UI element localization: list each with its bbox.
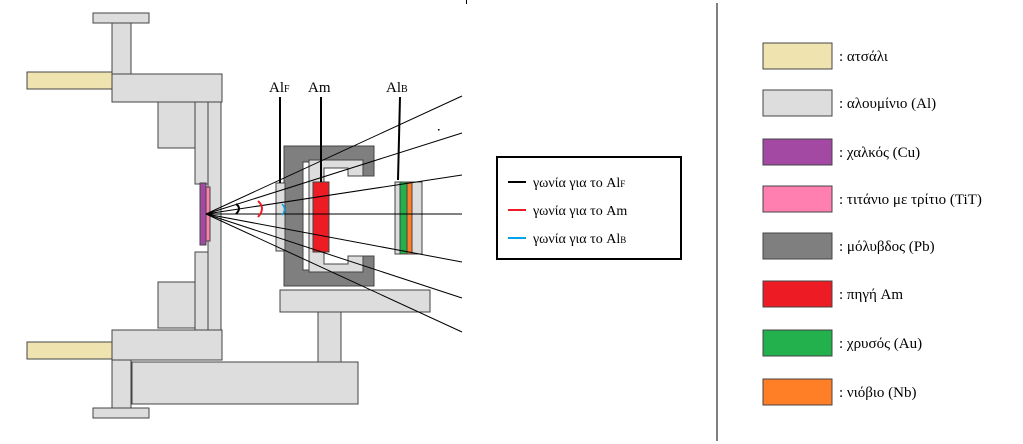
angle-arcs <box>235 200 286 218</box>
bottom-base <box>131 361 359 405</box>
holder-assembly <box>26 12 359 419</box>
bottom-cap-plate <box>92 407 150 419</box>
steel-rod-bottom <box>26 341 114 360</box>
al-front-foil <box>275 182 286 252</box>
label-am: Am <box>308 80 331 96</box>
angle-legend-frame <box>496 156 682 260</box>
material-label-niobium: : νιόβιο (Nb) <box>839 385 916 401</box>
material-swatch-copper <box>762 138 833 166</box>
top-cap-plate <box>92 12 150 24</box>
top-cap-post <box>111 22 132 75</box>
angle-rays <box>205 95 463 333</box>
arc-al-front <box>235 203 240 215</box>
material-label-tit: : τιτάνιο με τρίτιο (TiT) <box>839 192 982 208</box>
ray-bottom-2 <box>205 213 463 299</box>
ray-top-3 <box>205 174 463 215</box>
angle-legend-label-2: γωνία για το AlB <box>532 232 626 247</box>
angle-legend-label-1: γωνία για το Am <box>532 204 627 219</box>
material-label-lead: : μόλυβδος (Pb) <box>839 239 935 255</box>
material-label-copper: : χαλκός (Cu) <box>839 145 920 161</box>
ray-top-2 <box>205 132 463 215</box>
angle-legend: γωνία για το AlF γωνία για το Am γωνία γ… <box>496 156 682 260</box>
label-pointers <box>279 96 401 183</box>
gold-foil <box>399 181 408 255</box>
upper-block <box>157 101 196 149</box>
ray-top-1 <box>205 95 463 215</box>
mark-dot <box>438 129 440 131</box>
material-swatch-niobium <box>762 378 833 406</box>
material-label-am: : πηγή Am <box>839 287 903 303</box>
material-swatch-lead <box>762 232 833 260</box>
support-platform <box>279 289 431 313</box>
lower-block <box>157 281 196 329</box>
material-swatch-steel <box>762 42 833 70</box>
material-swatch-aluminium <box>762 89 833 117</box>
support-post <box>317 311 342 363</box>
material-label-gold: : χρυσός (Au) <box>839 336 922 352</box>
al-back-foil <box>394 181 401 255</box>
copper-backing <box>199 182 207 246</box>
detector-assembly <box>275 145 431 363</box>
label-al-back: AlB <box>386 80 408 96</box>
angle-legend-label-0: γωνία για το AlF <box>532 176 625 191</box>
material-swatch-am <box>762 280 833 308</box>
am-source <box>312 181 330 253</box>
material-legend-labels: : ατσάλι : αλουμίνιο (Al) : χαλκός (Cu) … <box>839 49 982 401</box>
ray-bottom-1 <box>205 213 463 333</box>
ray-bottom-3 <box>205 213 463 263</box>
pointer-al-back <box>397 96 401 181</box>
material-label-steel: : ατσάλι <box>839 49 888 65</box>
bottom-arm <box>111 329 223 361</box>
material-swatch-gold <box>762 329 833 357</box>
upper-step <box>194 101 209 185</box>
arc-al-back <box>281 203 286 216</box>
arc-am <box>257 200 263 218</box>
mark-tick-top <box>466 0 467 4</box>
lead-housing <box>283 145 375 287</box>
material-label-aluminium: : αλουμίνιο (Al) <box>839 96 936 112</box>
material-legend <box>762 42 833 406</box>
material-swatch-tit <box>762 185 833 213</box>
top-arm <box>111 73 223 103</box>
steel-rod-top <box>26 71 114 90</box>
bottom-post <box>111 359 132 409</box>
al-back-plate <box>411 181 423 255</box>
label-al-front: AlF <box>269 80 290 96</box>
lower-step <box>194 251 209 331</box>
niobium-foil <box>406 181 413 255</box>
